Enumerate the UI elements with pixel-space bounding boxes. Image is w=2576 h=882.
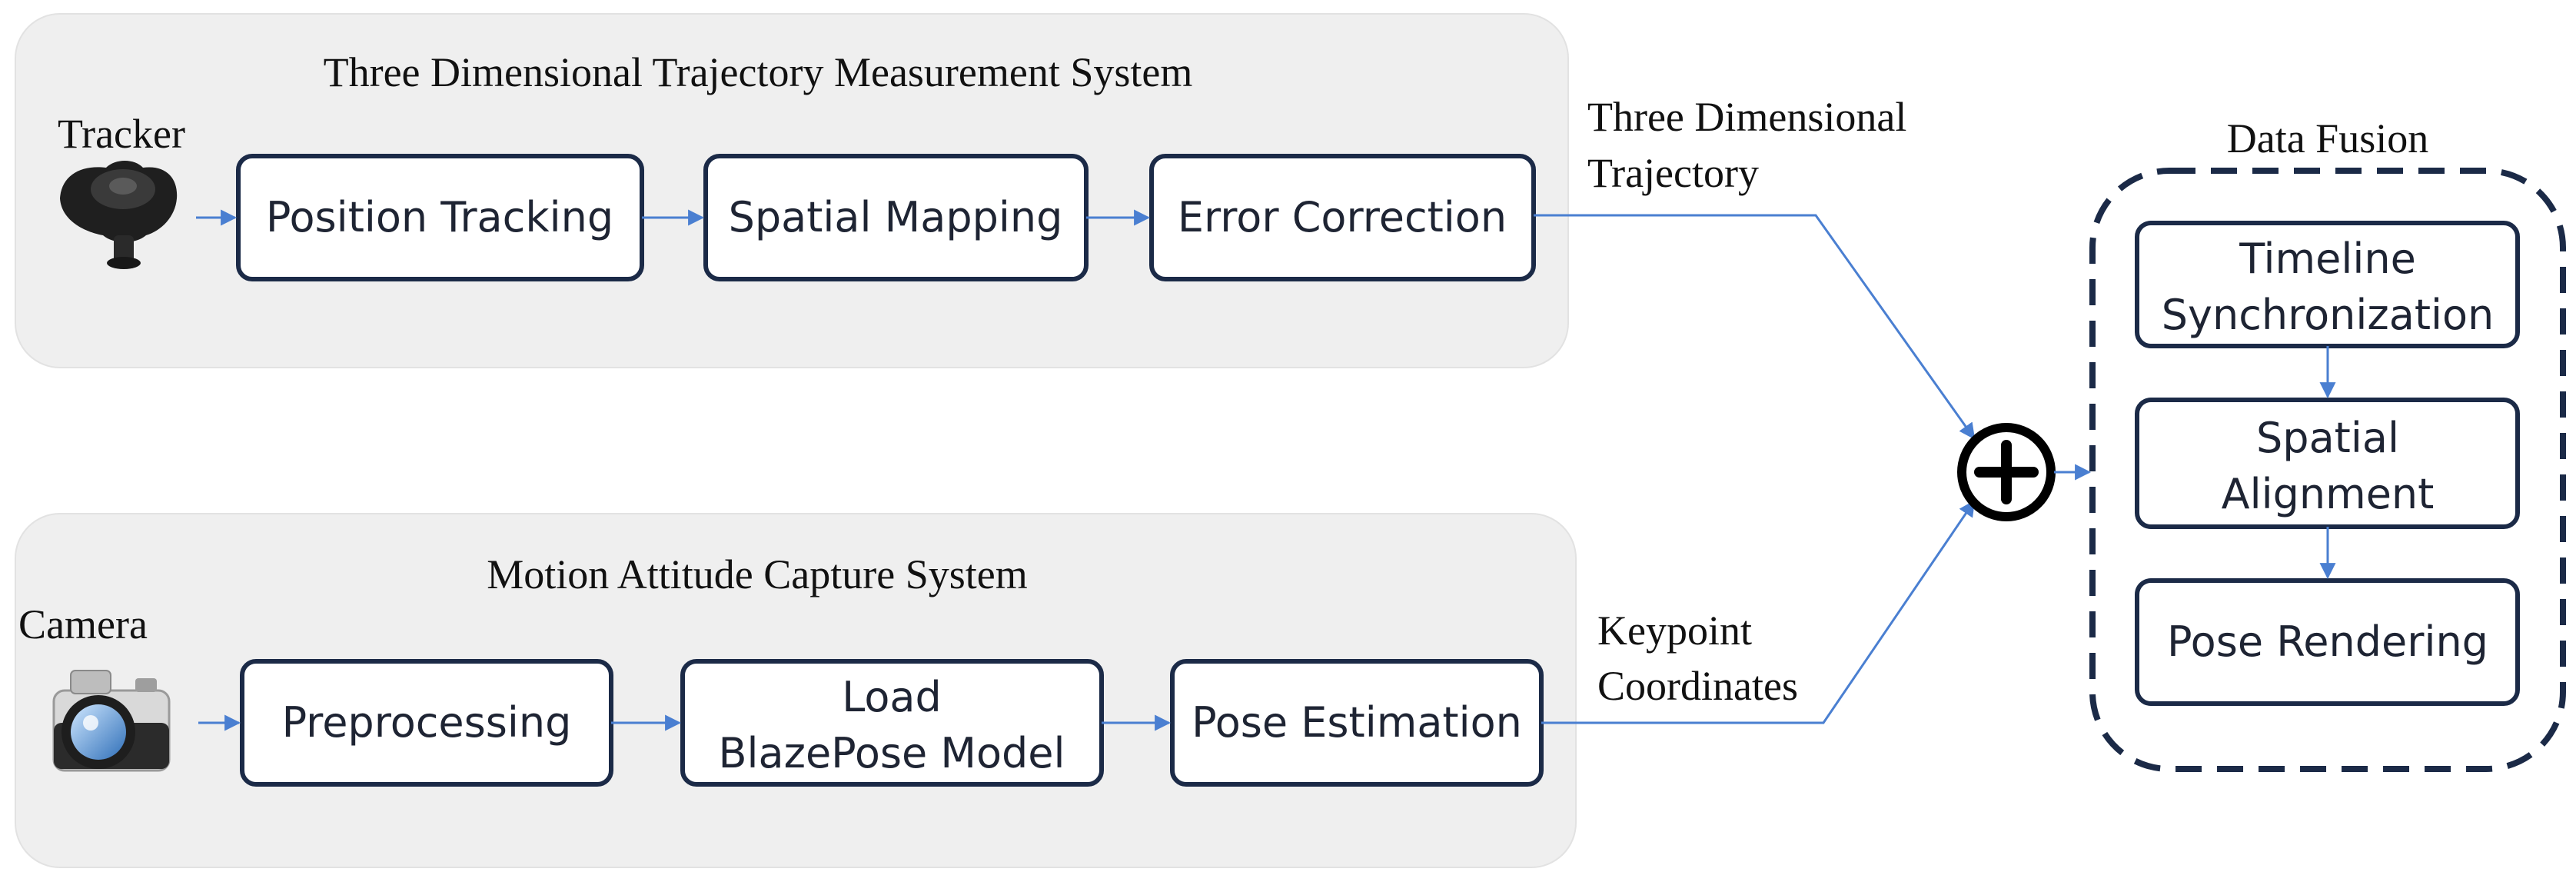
fusion-plus-icon	[1957, 423, 2056, 521]
motion-capture-title: Motion Attitude Capture System	[487, 551, 1027, 597]
step-position-tracking-label: Position Tracking	[266, 193, 613, 241]
fusion-step-spatial-alignment: Spatial Alignment	[2135, 398, 2520, 529]
fusion-step-timeline-line2: Synchronization	[2162, 291, 2495, 339]
step-spatial-mapping-label: Spatial Mapping	[729, 193, 1063, 241]
step-error-correction-label: Error Correction	[1178, 193, 1507, 241]
step-load-blazepose-model: Load BlazePose Model	[680, 659, 1104, 787]
step-preprocessing: Preprocessing	[240, 659, 613, 787]
fusion-step-pose-rendering: Pose Rendering	[2135, 578, 2520, 706]
step-position-tracking: Position Tracking	[236, 154, 644, 281]
edge-label-trajectory-line2: Trajectory	[1587, 150, 1759, 196]
fusion-step-timeline-synchronization: Timeline Synchronization	[2135, 221, 2520, 348]
edge-label-keypoint-line2: Coordinates	[1597, 663, 1798, 709]
step-pose-estimation-label: Pose Estimation	[1192, 698, 1522, 747]
edge-label-keypoint-line1: Keypoint	[1597, 607, 1752, 654]
step-spatial-mapping: Spatial Mapping	[703, 154, 1089, 281]
arrow-trajectory-to-fusion	[1534, 214, 1976, 440]
camera-icon	[52, 670, 171, 772]
tracker-label: Tracker	[58, 111, 185, 157]
fusion-step-timeline-line1: Timeline	[2239, 235, 2416, 283]
data-fusion-container	[2089, 168, 2566, 772]
edge-label-trajectory-line1: Three Dimensional	[1587, 94, 1906, 140]
step-pose-estimation: Pose Estimation	[1170, 659, 1544, 787]
fusion-step-pose-rendering-label: Pose Rendering	[2167, 617, 2488, 666]
camera-label: Camera	[18, 601, 148, 647]
step-load-label-line2: BlazePose Model	[718, 729, 1065, 777]
step-error-correction: Error Correction	[1149, 154, 1536, 281]
fusion-step-spatial-line2: Alignment	[2222, 470, 2435, 518]
arrow-keypoints-to-fusion	[1541, 500, 1976, 724]
data-fusion-title: Data Fusion	[2227, 115, 2429, 161]
vr-tracker-icon	[60, 161, 178, 269]
step-preprocessing-label: Preprocessing	[282, 698, 572, 747]
trajectory-system-title: Three Dimensional Trajectory Measurement…	[324, 49, 1193, 95]
fusion-step-spatial-line1: Spatial	[2256, 414, 2399, 462]
step-load-label-line1: Load	[842, 673, 942, 721]
